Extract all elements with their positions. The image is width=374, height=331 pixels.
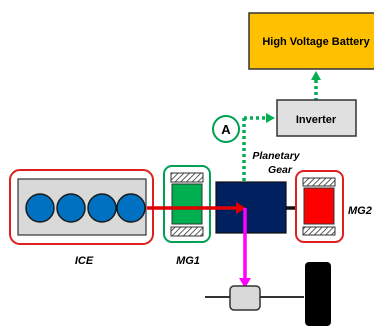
differential [205, 285, 304, 311]
drive-power-flow [239, 208, 251, 288]
battery-label: High Voltage Battery [262, 36, 370, 48]
high-voltage-battery: High Voltage Battery [248, 12, 374, 70]
planetary-gear-label-line2: Gear [268, 164, 293, 176]
mg1-rotor [171, 183, 203, 225]
marker-label: A [221, 122, 231, 137]
engine-power-flow [147, 202, 246, 214]
mg1-bearing-bottom [170, 226, 204, 237]
mg2-bearing-top [302, 177, 336, 187]
inverter-box [276, 99, 357, 137]
cylinder-3 [87, 193, 117, 223]
planetary-gear-label-line1: Planetary [252, 150, 300, 162]
mg2-bearing-bottom [302, 226, 336, 236]
inverter: Inverter [276, 99, 357, 137]
inverter-gear-link [242, 113, 275, 184]
engine-label: ICE [75, 255, 94, 267]
mg1-bearing-top [170, 172, 204, 183]
mg2-label: MG2 [348, 205, 372, 217]
mg1-label: MG1 [176, 255, 200, 267]
differential-housing [229, 285, 261, 311]
battery-box [248, 12, 374, 70]
inverter-label: Inverter [296, 114, 337, 126]
arrow-right-icon [266, 113, 275, 123]
cylinder-4 [116, 193, 146, 223]
battery-inverter-link [311, 71, 321, 100]
arrow-up-icon [311, 71, 321, 80]
motor-generator-2: MG2 [295, 170, 372, 243]
path-marker-a: A [212, 115, 240, 143]
wheel [305, 262, 331, 326]
marker-circle [212, 115, 240, 143]
arrow-down-icon [239, 278, 251, 288]
cylinder-1 [25, 193, 55, 223]
ice-engine: ICE [9, 169, 154, 267]
cylinder-2 [56, 193, 86, 223]
arrow-right-icon [236, 202, 246, 214]
motor-generator-1: MG1 [163, 165, 211, 267]
mg2-rotor [303, 187, 335, 225]
